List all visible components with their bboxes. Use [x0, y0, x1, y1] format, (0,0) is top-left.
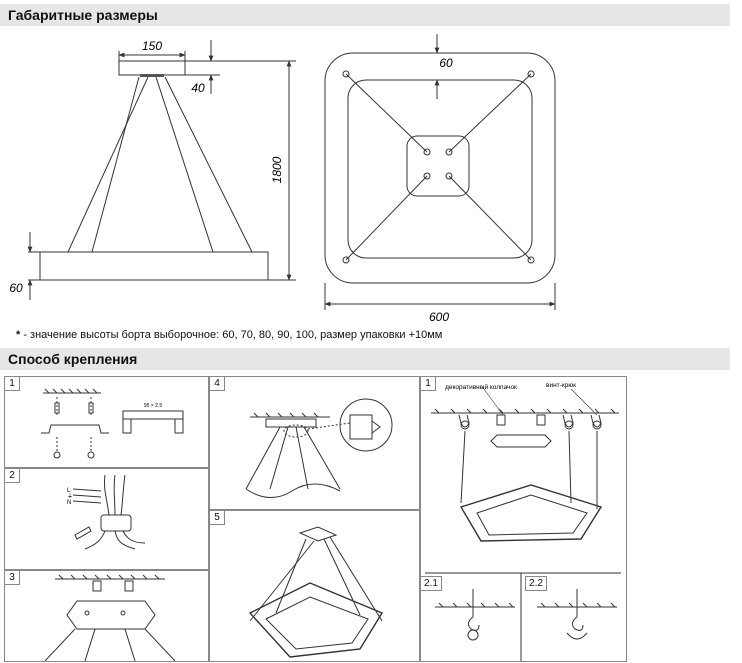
section-header-dimensions: Габаритные размеры	[0, 4, 730, 26]
dim-canopy-height: 40	[191, 81, 205, 95]
wire-label-l: L	[67, 488, 71, 494]
step-panel-1: 1 95 × 2.5	[4, 376, 209, 468]
step-number: 3	[5, 571, 20, 585]
step-number: 2.1	[421, 576, 442, 591]
bracket-dims: 95 × 2.5	[144, 403, 162, 409]
side-view	[27, 40, 296, 300]
hook-mounting-illustration: декоративный колпачок винт-крюк	[425, 382, 621, 661]
section-header-mounting: Способ крепления	[0, 348, 730, 370]
step-panel-4: 4	[209, 376, 420, 510]
dim-frame-height: 60	[9, 281, 23, 295]
step-panel-3: 3	[4, 570, 209, 662]
wiring-illustration: L ⏚ N	[67, 474, 146, 550]
step-number: 2	[5, 469, 20, 483]
cap-illustration	[245, 398, 393, 498]
label-decorative-cap: декоративный колпачок	[445, 383, 517, 391]
top-view	[324, 34, 556, 310]
alt-mounting-panel: 1 декоративный колпачок винт-крюк 2.1 2.…	[420, 376, 627, 662]
assembled-illustration	[248, 526, 384, 658]
dim-total-height: 1800	[270, 156, 284, 183]
step-number: 1	[5, 377, 20, 391]
note-star: *	[16, 329, 21, 341]
step-number: 2.2	[525, 576, 547, 591]
dim-top-offset: 60	[439, 56, 453, 70]
canopy	[118, 60, 186, 76]
bracket-illustration: 95 × 2.5	[41, 388, 184, 459]
hook-detail-illustrations	[435, 589, 617, 641]
top-canopy	[406, 135, 470, 197]
wire-label-e: ⏚	[67, 493, 73, 500]
label-screw-hook: винт-крюк	[546, 382, 576, 389]
step-panel-5: 5	[209, 510, 420, 662]
frame-side	[39, 251, 269, 281]
step-number: 4	[210, 377, 225, 391]
wire-label-n: N	[67, 500, 71, 506]
dim-frame-width: 600	[429, 310, 449, 324]
frame-outer	[324, 52, 556, 284]
canopy-illustration	[44, 574, 176, 661]
step-panel-2: 2 L ⏚ N	[4, 468, 209, 570]
dim-canopy-width: 150	[142, 39, 162, 53]
note: * - значение высоты борта выборочное: 60…	[16, 329, 442, 341]
frame-inner	[347, 79, 533, 259]
section-title-mounting: Способ крепления	[8, 351, 138, 367]
step-number: 5	[210, 511, 225, 525]
step-number: 1	[421, 377, 436, 391]
section-title-dimensions: Габаритные размеры	[8, 7, 158, 23]
dimensions-drawing: 150 40 1800 60 60 600	[9, 34, 556, 324]
note-text: - значение высоты борта выборочное: 60, …	[20, 329, 443, 341]
